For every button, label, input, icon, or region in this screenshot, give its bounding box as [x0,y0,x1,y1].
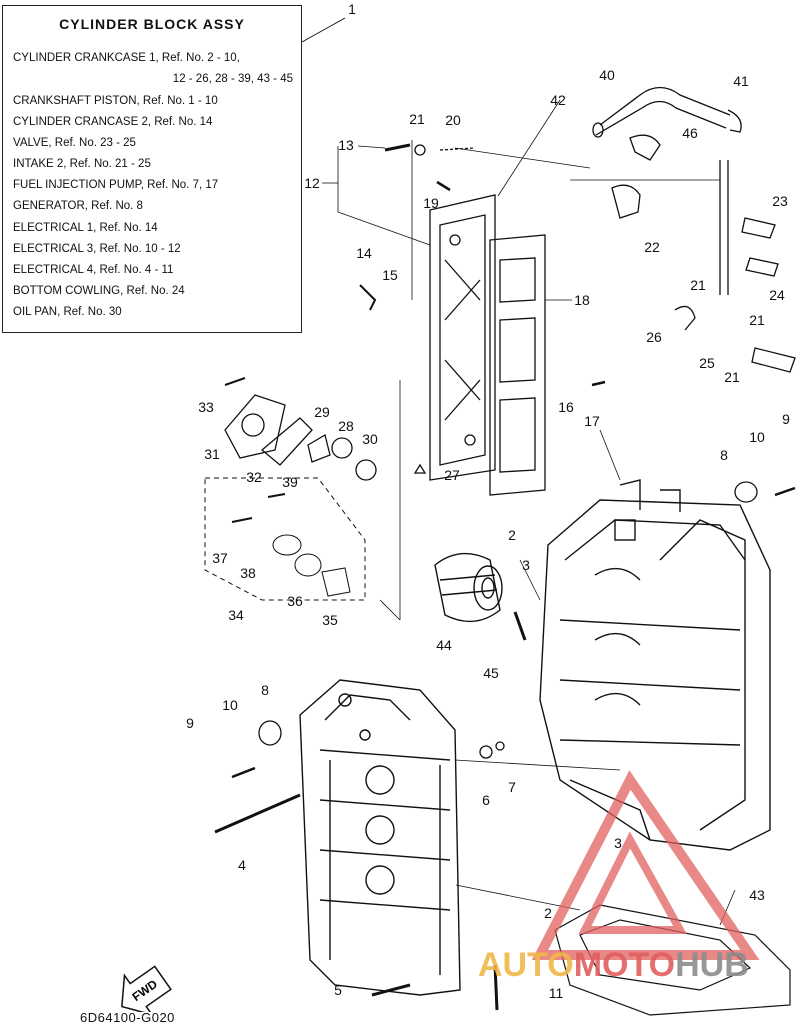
callout-30: 30 [362,431,378,447]
watermark-part: MOTO [573,946,676,984]
callout-45: 45 [483,665,499,681]
legend-item: ELECTRICAL 1, Ref. No. 14 [13,222,158,234]
callout-19: 19 [423,195,439,211]
callout-17: 17 [584,413,600,429]
callout-43: 43 [749,887,765,903]
legend-item: VALVE, Ref. No. 23 - 25 [13,137,136,149]
callout-32: 32 [246,469,262,485]
callout-34: 34 [228,607,244,623]
callout-16: 16 [558,399,574,415]
callout-39: 39 [282,474,298,490]
thermostat-parts [224,377,377,481]
callout-28: 28 [338,418,354,434]
callout-4: 4 [238,857,246,873]
callout-21: 21 [749,312,765,328]
hose-assembly [592,86,742,295]
callout-1: 1 [348,1,356,17]
legend-item: CYLINDER CRANKCASE 1, Ref. No. 2 - 10, [13,52,240,64]
callout-25: 25 [699,355,715,371]
callout-41: 41 [733,73,749,89]
legend-box: CYLINDER BLOCK ASSY CYLINDER CRANKCASE 1… [2,5,302,333]
callout-8: 8 [720,447,728,463]
callout-21: 21 [690,277,706,293]
callout-12: 12 [304,175,320,191]
exhaust-cover [429,194,496,481]
callout-9: 9 [782,411,790,427]
legend-title: CYLINDER BLOCK ASSY [59,16,245,32]
anode-group [204,477,366,601]
legend-item: ELECTRICAL 3, Ref. No. 10 - 12 [13,243,181,255]
callout-22: 22 [644,239,660,255]
callout-2: 2 [508,527,516,543]
callout-10: 10 [749,429,765,445]
legend-item: 12 - 26, 28 - 39, 43 - 45 [172,73,293,85]
oil-filter [434,552,503,623]
gasket-43 [554,904,791,1016]
callout-20: 20 [445,112,461,128]
bolts [214,143,796,1011]
exhaust-gasket [489,234,546,496]
callout-10: 10 [222,697,238,713]
callout-5: 5 [334,982,342,998]
callout-29: 29 [314,404,330,420]
callout-21: 21 [409,111,425,127]
cylinder-head [299,679,461,996]
callout-35: 35 [322,612,338,628]
watermark-part: HUB [675,946,749,984]
watermark-triangle-icon [531,770,760,960]
callout-24: 24 [769,287,785,303]
legend-item: FUEL INJECTION PUMP, Ref. No. 7, 17 [13,179,219,191]
callout-46: 46 [682,125,698,141]
callout-15: 15 [382,267,398,283]
callout-13: 13 [338,137,354,153]
callout-7: 7 [508,779,516,795]
legend-item: OIL PAN, Ref. No. 30 [13,306,122,318]
document-number: 6D64100-G020 [80,1010,175,1025]
callout-33: 33 [198,399,214,415]
callout-6: 6 [482,792,490,808]
legend-item: CRANKSHAFT PISTON, Ref. No. 1 - 10 [13,95,218,107]
legend-item: CYLINDER CRANCASE 2, Ref. No. 14 [13,116,213,128]
watermark-part: AUTO [478,946,574,984]
callout-44: 44 [436,637,452,653]
fwd-arrow-icon: FWD [121,965,172,1012]
callout-40: 40 [599,67,615,83]
legend-item: GENERATOR, Ref. No. 8 [13,200,143,212]
callout-31: 31 [204,446,220,462]
callout-27: 27 [444,467,460,483]
callout-42: 42 [550,92,566,108]
callout-21: 21 [724,369,740,385]
callout-36: 36 [287,593,303,609]
legend-item: INTAKE 2, Ref. No. 21 - 25 [13,158,151,170]
callout-3: 3 [522,557,530,573]
callout-14: 14 [356,245,372,261]
crankcase-block [539,479,771,851]
callout-11: 11 [549,985,564,1001]
callout-3: 3 [614,835,622,851]
legend-item: BOTTOM COWLING, Ref. No. 24 [13,285,185,297]
callout-8: 8 [261,682,269,698]
callout-23: 23 [772,193,788,209]
callout-26: 26 [646,329,662,345]
legend-item: ELECTRICAL 4, Ref. No. 4 - 11 [13,264,174,276]
callout-37: 37 [212,550,228,566]
watermark-logo: AUTOMOTOHUB [478,940,796,990]
callout-38: 38 [240,565,256,581]
callout-18: 18 [574,292,590,308]
callout-9: 9 [186,715,194,731]
callout-2: 2 [544,905,552,921]
